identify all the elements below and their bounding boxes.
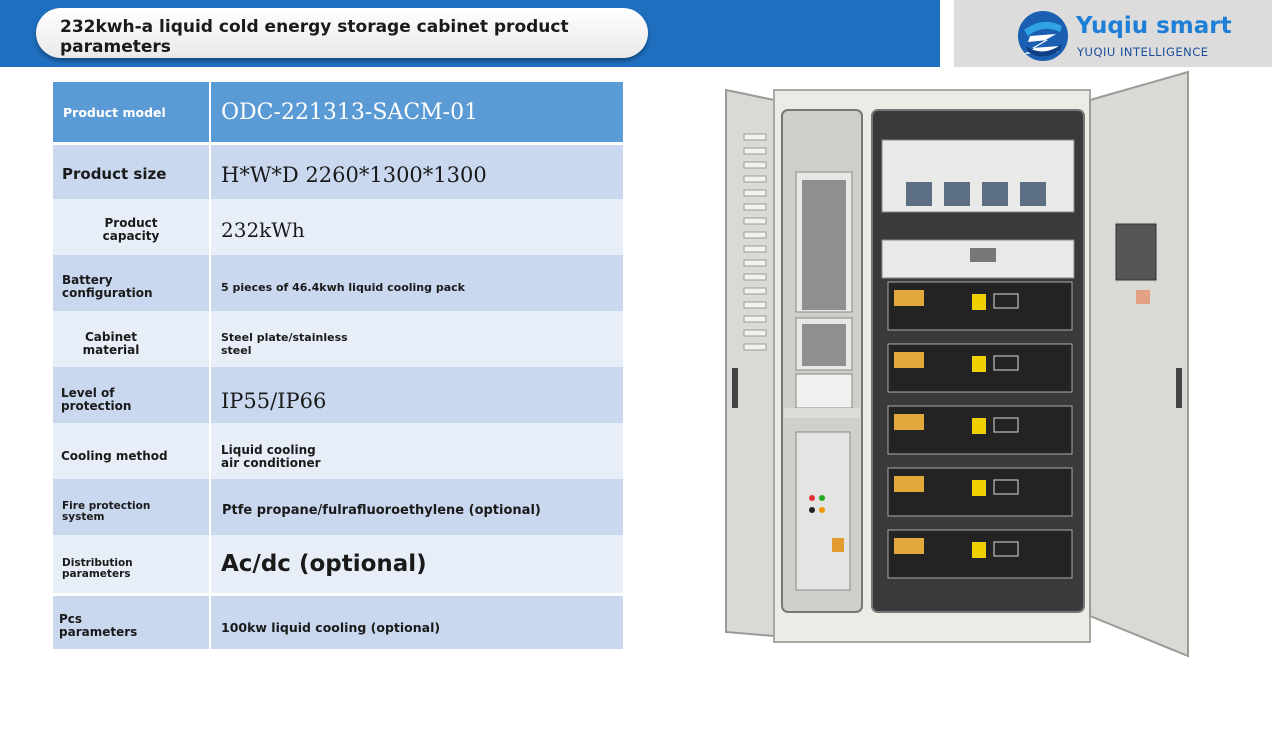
table-row: Product size H*W*D 2260*1300*1300 xyxy=(53,145,623,199)
spec-label: Product size xyxy=(62,165,167,183)
page-title: 232kwh-a liquid cold energy storage cabi… xyxy=(60,17,569,57)
spec-label: Level of protection xyxy=(61,386,132,414)
table-row: Product capacity 232kWh xyxy=(53,199,623,255)
table-row: Level of protection IP55/IP66 xyxy=(53,367,623,423)
spec-label: Battery configuration xyxy=(62,273,153,301)
spec-value: Liquid cooling air conditioner xyxy=(221,443,321,471)
table-row: Fire protection system Ptfe propane/fulr… xyxy=(53,479,623,535)
spec-label: Product model xyxy=(63,105,166,120)
table-row: Cabinet material Steel plate/stainless s… xyxy=(53,311,623,367)
table-row: Battery configuration 5 pieces of 46.4kw… xyxy=(53,255,623,311)
logo-area: Yuqiu smart YUQIU INTELLIGENCE xyxy=(954,0,1272,67)
spec-value: H*W*D 2260*1300*1300 xyxy=(221,163,487,187)
energy-storage-cabinet-image xyxy=(725,70,1189,658)
spec-value: 5 pieces of 46.4kwh liquid cooling pack xyxy=(221,281,465,294)
spec-label: Cooling method xyxy=(61,449,168,463)
table-row: Distribution parameters Ac/dc (optional) xyxy=(53,535,623,593)
spec-label: Pcs parameters xyxy=(59,612,138,640)
row-divider xyxy=(53,142,623,145)
spec-label: Distribution parameters xyxy=(62,557,133,580)
spec-value: Steel plate/stainless steel xyxy=(221,331,348,358)
logo-subtitle: YUQIU INTELLIGENCE xyxy=(1077,45,1209,59)
logo-name: Yuqiu smart xyxy=(1076,13,1232,39)
spec-value: Ptfe propane/fulrafluoroethylene (option… xyxy=(222,503,541,518)
spec-value: ODC-221313-SACM-01 xyxy=(221,100,479,125)
table-row: Product model ODC-221313-SACM-01 xyxy=(53,82,623,142)
yuqiu-logo-icon xyxy=(1018,11,1068,61)
spec-value: IP55/IP66 xyxy=(221,389,327,413)
table-row: Cooling method Liquid cooling air condit… xyxy=(53,423,623,479)
row-divider xyxy=(53,593,623,596)
spec-label: Fire protection system xyxy=(62,500,151,523)
spec-label: Cabinet material xyxy=(82,330,140,358)
spec-label: Product capacity xyxy=(102,216,160,244)
table-row: Pcs parameters 100kw liquid cooling (opt… xyxy=(53,596,623,649)
spec-value: 100kw liquid cooling (optional) xyxy=(221,620,441,635)
spec-value: 232kWh xyxy=(221,218,305,242)
title-banner: 232kwh-a liquid cold energy storage cabi… xyxy=(36,8,648,58)
spec-value: Ac/dc (optional) xyxy=(221,551,427,577)
